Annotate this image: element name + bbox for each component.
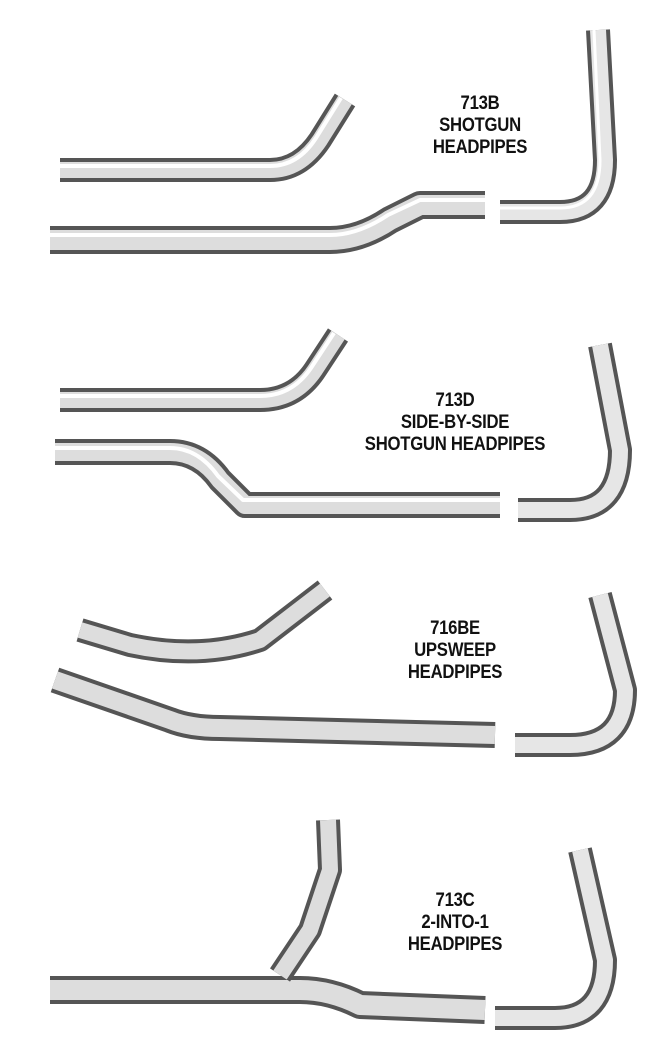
product-label-713b: 713B SHOTGUN HEADPIPES [410,93,551,159]
product-code: 713D [435,390,475,411]
pipe-713c-front [495,847,617,1030]
product-label-716be: 716BE UPSWEEP HEADPIPES [389,618,521,684]
product-code: 716BE [430,618,480,639]
product-desc-line: HEADPIPES [407,662,503,683]
product-code: 713B [460,93,500,114]
product-desc-line: SIDE-BY-SIDE [400,412,510,433]
pipe-713d-lower [55,439,500,518]
pipe-713b-lower [50,191,485,254]
product-desc-line: HEADPIPES [407,934,503,955]
pipe-713c-main [50,819,486,1024]
product-code: 713C [435,890,475,911]
product-label-713d: 713D SIDE-BY-SIDE SHOTGUN HEADPIPES [354,390,556,456]
product-desc-line: UPSWEEP [414,640,496,661]
product-label-713c: 713C 2-INTO-1 HEADPIPES [389,890,521,956]
pipe-716be-front [515,591,637,757]
product-desc-line: SHOTGUN HEADPIPES [364,434,546,455]
product-desc-line: SHOTGUN [439,115,521,136]
pipe-713d-front [518,342,632,522]
pipe-716be-upper [76,580,333,664]
pipe-713b-upper [60,93,356,182]
pipe-713d-upper [60,328,349,412]
pipe-713b-front [500,29,617,224]
pipe-716be-lower [50,667,496,748]
product-desc-line: 2-INTO-1 [421,912,489,933]
product-desc-line: HEADPIPES [432,137,528,158]
